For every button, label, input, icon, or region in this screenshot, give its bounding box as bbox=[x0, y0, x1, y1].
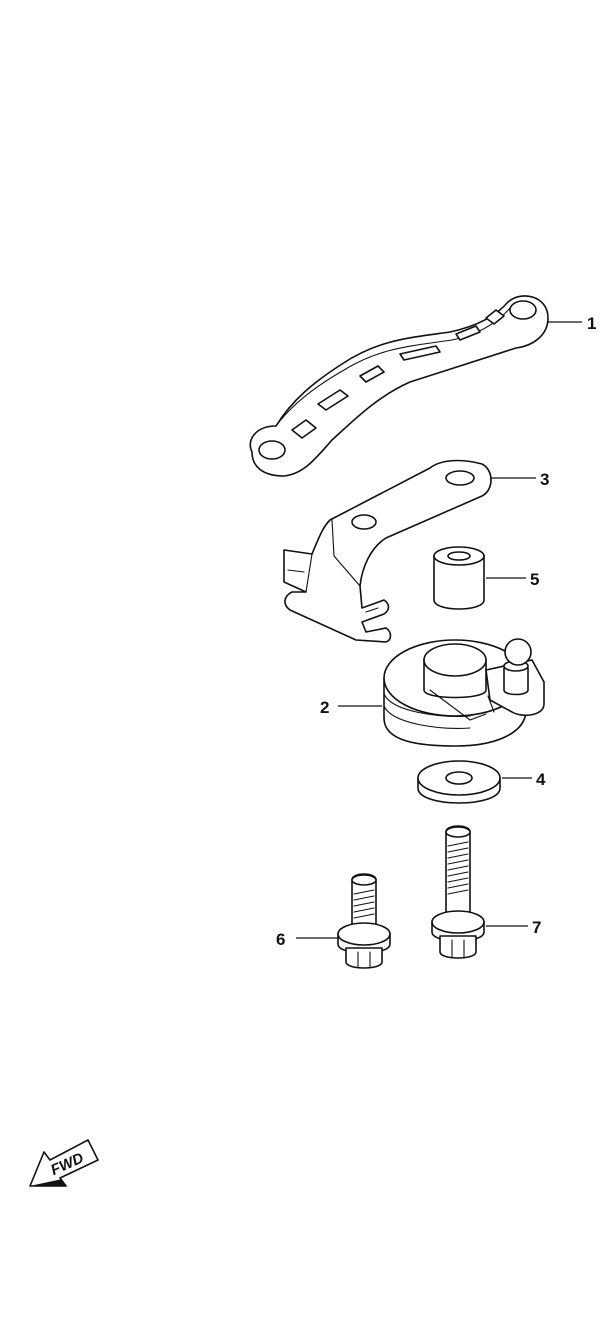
part-1-link-arm bbox=[249, 295, 549, 477]
part-5-collar bbox=[433, 546, 485, 610]
part-3-bracket bbox=[283, 459, 492, 643]
callout-2: 2 bbox=[320, 698, 329, 717]
part-4-washer bbox=[417, 760, 501, 804]
fwd-arrow-icon: FWD bbox=[29, 1139, 99, 1187]
part-6-short-bolt bbox=[337, 873, 391, 969]
callout-4: 4 bbox=[536, 770, 546, 789]
part-7-long-bolt bbox=[431, 825, 485, 959]
callout-6: 6 bbox=[276, 930, 285, 949]
callout-7: 7 bbox=[532, 918, 541, 937]
callout-3: 3 bbox=[540, 470, 549, 489]
callout-1: 1 bbox=[587, 314, 596, 333]
callout-5: 5 bbox=[530, 570, 539, 589]
part-2-cam-lever bbox=[383, 638, 545, 747]
